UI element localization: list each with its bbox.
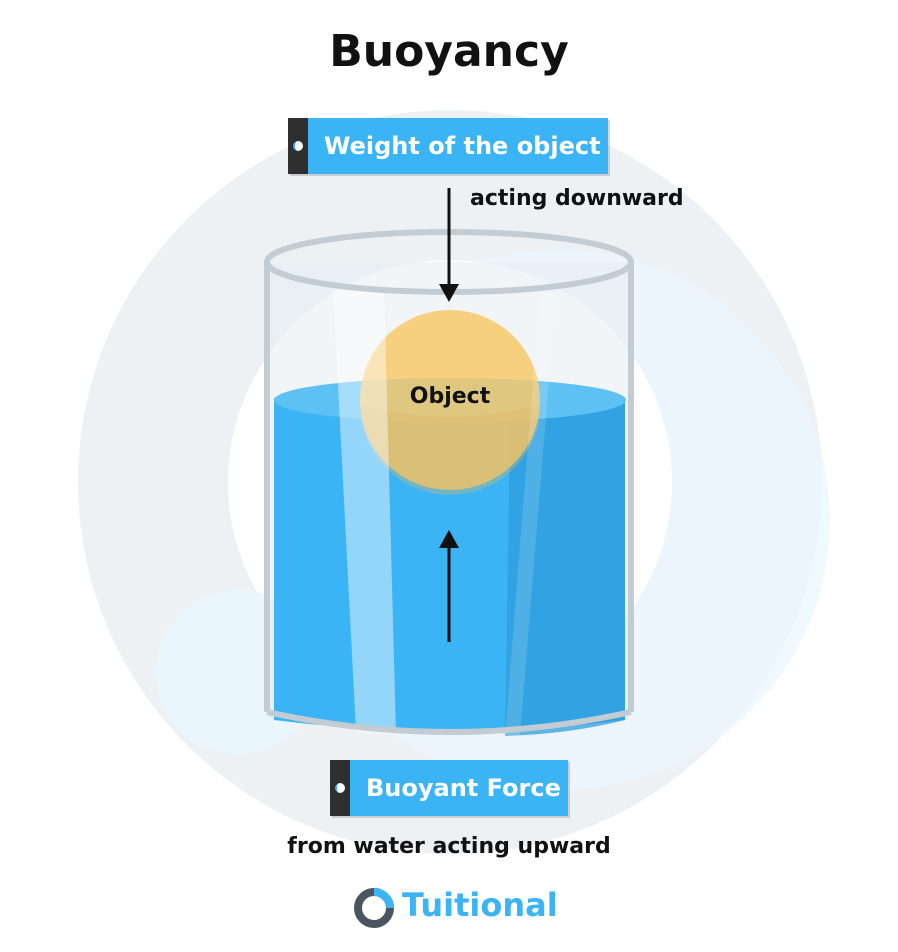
tuitional-logo-accent <box>373 888 394 909</box>
object-sphere <box>360 310 540 490</box>
tag-hole-icon <box>293 141 303 151</box>
buoyant-label: Buoyant Force <box>366 774 561 802</box>
object-label: Object <box>409 384 491 409</box>
weight-label: Weight of the object <box>324 132 601 160</box>
glass-highlight-right <box>505 292 556 736</box>
brand-logo-text: Tuitional <box>402 886 558 924</box>
buoyant-note: from water acting upward <box>287 834 611 859</box>
tag-stub <box>288 118 308 174</box>
weight-tag: Weight of the object <box>288 118 608 174</box>
weight-arrow-head <box>439 284 459 302</box>
buoyant-tag: Buoyant Force <box>330 760 568 816</box>
water-shade <box>505 398 625 736</box>
tag-hole-icon <box>335 783 345 793</box>
glass-bottom <box>266 709 632 735</box>
tag-stub <box>330 760 350 816</box>
page-title: Buoyancy <box>329 26 569 77</box>
buoyant-arrow-head <box>439 530 459 548</box>
weight-note: acting downward <box>470 186 684 211</box>
glass-highlight <box>333 288 396 734</box>
object-submerged-tint <box>360 405 540 495</box>
